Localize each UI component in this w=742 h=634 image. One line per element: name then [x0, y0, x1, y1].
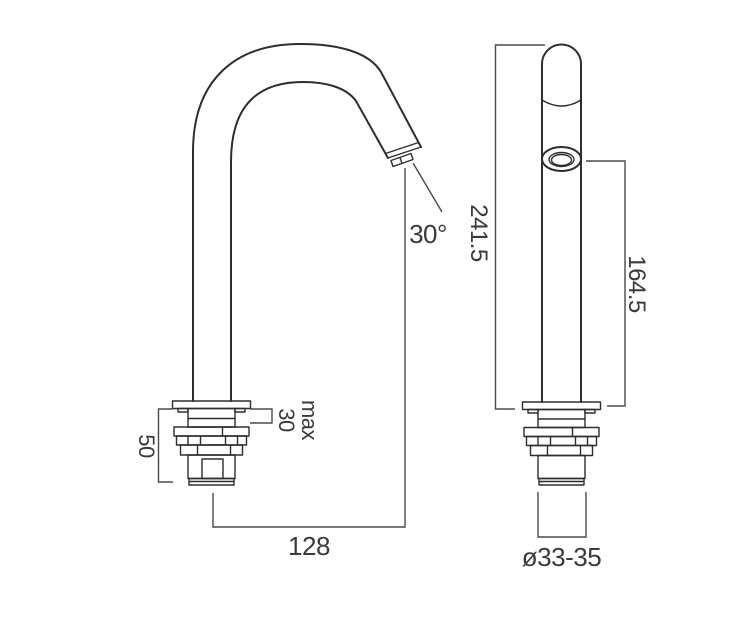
side-view-base-assembly: [171, 400, 252, 486]
dim-total-height-label: 241.5: [465, 204, 492, 262]
dim-outlet-height-line: [586, 160, 626, 407]
front-view-base-assembly: [521, 401, 602, 486]
side-view: [171, 43, 422, 486]
dim-max-deck-value: 30: [274, 408, 299, 432]
dim-reach-label: 128: [288, 531, 330, 561]
dim-outlet-height-label: 164.5: [623, 255, 650, 313]
backnut: [173, 426, 250, 437]
dim-max-deck-line: [250, 408, 273, 424]
backnut: [523, 426, 600, 438]
dim-under-counter-label: 50: [134, 434, 159, 458]
aerator-tip: [390, 152, 414, 168]
dim-total-height-line: [494, 44, 545, 410]
outlet-ring: [541, 146, 582, 172]
dimension-lines: [157, 44, 626, 538]
dim-under-counter-line: [157, 408, 173, 483]
dim-max-deck-word: max: [297, 400, 322, 441]
front-view: [521, 43, 602, 486]
dim-hole-diameter-line: [537, 492, 587, 538]
dimension-labels: 241.5 164.5 50 max 30 128 ø33-35 30°: [134, 204, 650, 572]
side-view-spout-curve: [192, 43, 422, 402]
dim-reach-line: [212, 168, 406, 528]
tailpiece: [537, 454, 586, 480]
flange: [521, 401, 602, 411]
dim-outlet-angle-label: 30°: [409, 219, 447, 249]
dim-hole-diameter-label: ø33-35: [522, 542, 601, 572]
dim-angle-line: [412, 162, 443, 213]
flange: [171, 400, 252, 410]
front-view-spout-column: [541, 43, 582, 403]
